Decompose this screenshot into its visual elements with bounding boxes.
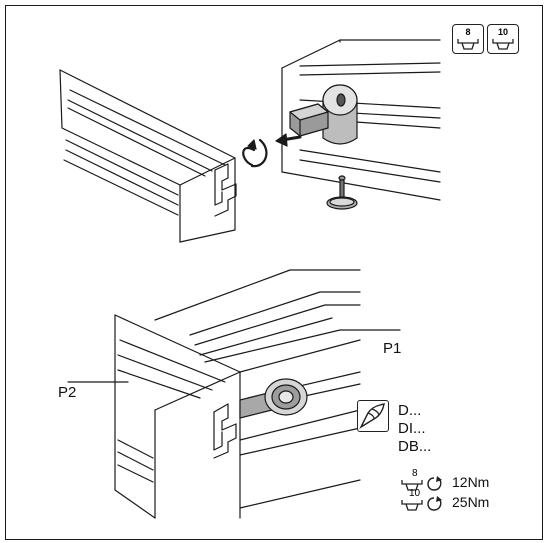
torque-size-10: 10: [409, 488, 421, 499]
drill-bit-icon: [357, 400, 389, 432]
hex-socket-icon: 8: [452, 24, 484, 54]
socket-outline-icon: [457, 39, 479, 50]
connector-cylinder: [322, 84, 358, 145]
diagram-frame: [5, 5, 543, 540]
label-p1: P1: [383, 340, 402, 357]
socket-outline-icon: [492, 39, 514, 50]
fastener-type-di: DI...: [398, 420, 426, 437]
torque-value-8: 12Nm: [452, 474, 490, 490]
fastener-type-d: D...: [398, 402, 422, 419]
torque-value-10: 25Nm: [452, 494, 490, 510]
fastener-type-db: DB...: [398, 438, 432, 455]
rotate-arrow-icon: [242, 138, 268, 168]
bolt-washer: [239, 378, 308, 419]
torque-size-8: 8: [412, 468, 418, 479]
profile-top-left: [59, 69, 237, 243]
insert-arrow-icon: [275, 133, 302, 147]
screw: [326, 175, 358, 210]
hex-socket-icon: 10: [487, 24, 519, 54]
profile-p1: [154, 269, 361, 519]
drill-bit-shape: [359, 403, 385, 429]
t-slot-nut: [289, 103, 329, 137]
label-p2: P2: [58, 384, 77, 401]
socket-tighten-icon: [401, 496, 442, 511]
torque-row-10: 10 25Nm: [398, 488, 518, 512]
socket-tighten-icon: [401, 476, 442, 491]
torque-row-8: 8 12Nm: [398, 468, 518, 492]
profile-p2: [114, 314, 241, 519]
